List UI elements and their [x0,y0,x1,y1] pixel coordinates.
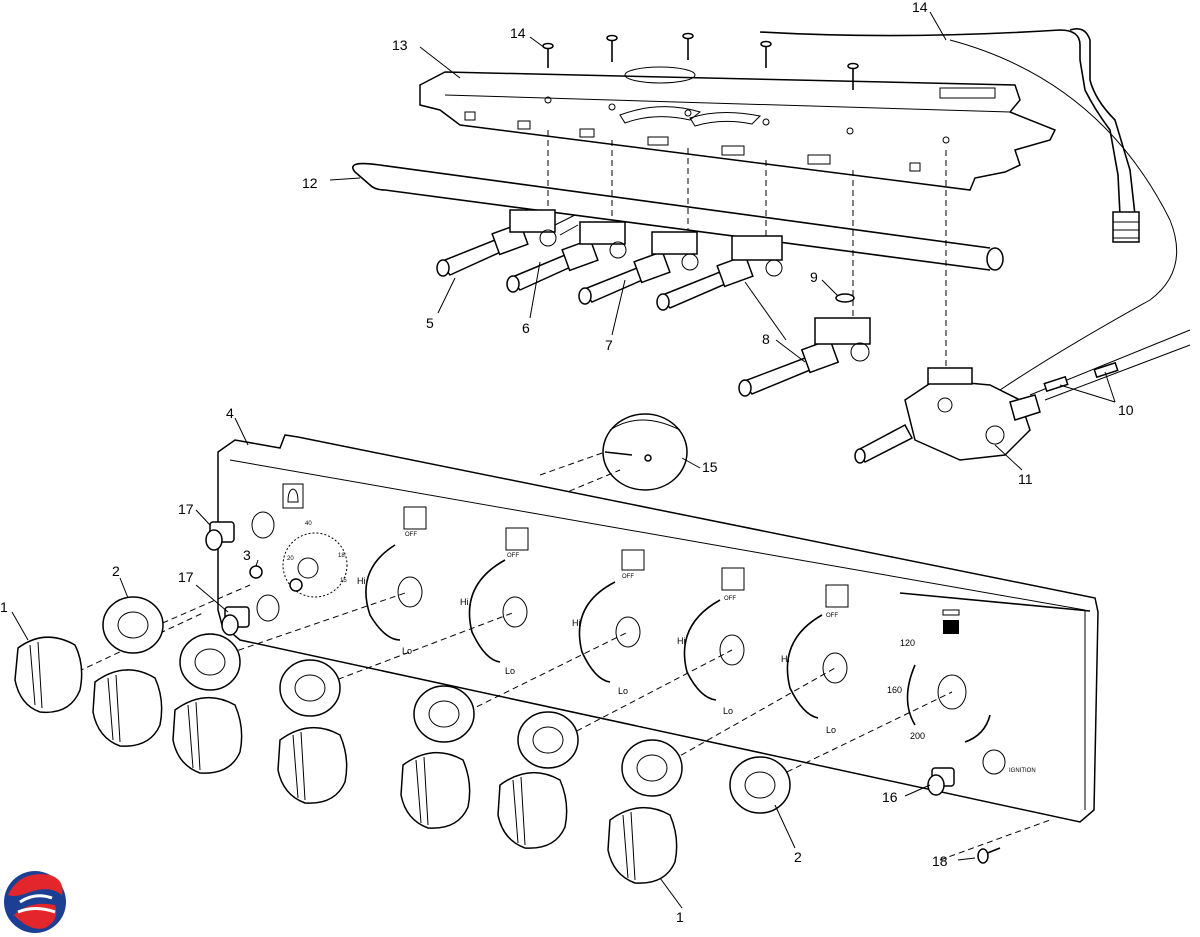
callout-9: 9 [810,269,818,285]
svg-text:Lo: Lo [505,666,515,676]
callout-2-right: 2 [794,849,802,865]
minute-timer [602,413,688,491]
oven-thermostat [854,367,1041,464]
callout-5: 5 [426,315,434,331]
valve-8 [656,235,783,311]
panel-labels: OFF OFF OFF OFF OFF Hi Hi Hi Hi Hi Lo Lo… [287,521,1036,774]
svg-text:OFF: OFF [622,574,634,580]
screw [760,40,772,68]
leader-lines [11,11,1116,909]
callout-4: 4 [226,405,234,421]
svg-text:15: 15 [340,578,347,584]
gas-manifold-pipe [352,162,1004,271]
svg-text:120: 120 [900,638,915,648]
svg-text:200: 200 [910,731,925,741]
svg-text:OFF: OFF [405,532,417,538]
sealing-washer [835,293,855,303]
callout-1-bottom: 1 [676,909,684,925]
svg-text:40: 40 [305,521,312,527]
svg-text:Lo: Lo [826,725,836,735]
fixing-screw-18 [977,847,1001,864]
svg-text:Lo: Lo [618,686,628,696]
bezel [729,756,791,814]
callout-3: 3 [243,547,251,563]
callout-10: 10 [1118,402,1134,418]
svg-text:Lo: Lo [723,706,733,716]
callout-17-bottom: 17 [178,569,194,585]
callout-6: 6 [522,320,530,336]
svg-text:Hi: Hi [572,618,581,628]
valve-6 [506,221,627,293]
callout-8: 8 [762,331,770,347]
knob [92,669,163,747]
svg-text:20: 20 [287,556,294,562]
brand-logo-icon [4,871,66,933]
callout-17-top: 17 [178,501,194,517]
callout-numbers: 1 2 3 4 5 6 7 8 9 10 11 12 13 14 14 15 1… [0,0,1134,925]
bezel [413,685,475,743]
manifold-bracket [419,66,1057,191]
valve-7 [578,231,699,305]
bezel [517,711,579,769]
valve-5 [436,209,579,277]
callout-12: 12 [302,175,318,191]
guide-lines-top [547,130,947,370]
bezel [279,659,341,717]
knob [172,696,243,774]
knob [14,636,83,714]
callout-2: 2 [112,563,120,579]
knob [277,726,348,804]
callout-1: 1 [0,599,8,615]
bezel [179,633,241,691]
knob [607,806,678,884]
guide-lines-knobs [59,584,1051,861]
callout-14-left: 14 [510,25,526,41]
svg-text:OFF: OFF [826,613,838,619]
bell-icon [282,483,304,509]
svg-text:Hi: Hi [460,597,469,607]
svg-text:OFF: OFF [724,596,736,602]
bezels [102,596,791,814]
bezel [102,596,164,654]
ignition-switch [927,767,955,796]
svg-text:18: 18 [338,553,345,559]
switch-bottom [221,606,250,636]
callout-15: 15 [702,459,718,475]
knob [400,751,471,829]
control-knobs [14,636,678,884]
svg-text:Hi: Hi [781,654,790,664]
svg-text:160: 160 [887,685,902,695]
bezel [621,739,683,797]
svg-text:OFF: OFF [507,553,519,559]
switch-top [205,521,235,551]
valve-8-lower [738,317,871,397]
svg-text:Hi: Hi [357,576,366,586]
screw [847,62,859,90]
callout-16: 16 [882,789,898,805]
svg-text:Lo: Lo [402,646,412,656]
screw [606,34,618,62]
callout-7: 7 [605,337,613,353]
knob [497,771,568,849]
callout-11: 11 [1018,471,1033,487]
ignition-lead-connectors [1043,361,1119,393]
svg-text:Hi: Hi [677,636,686,646]
svg-text:IGNITION: IGNITION [1009,768,1036,774]
screw [682,32,694,60]
callout-14-right: 14 [912,0,928,15]
callout-18: 18 [932,853,948,869]
callout-13: 13 [392,37,408,53]
